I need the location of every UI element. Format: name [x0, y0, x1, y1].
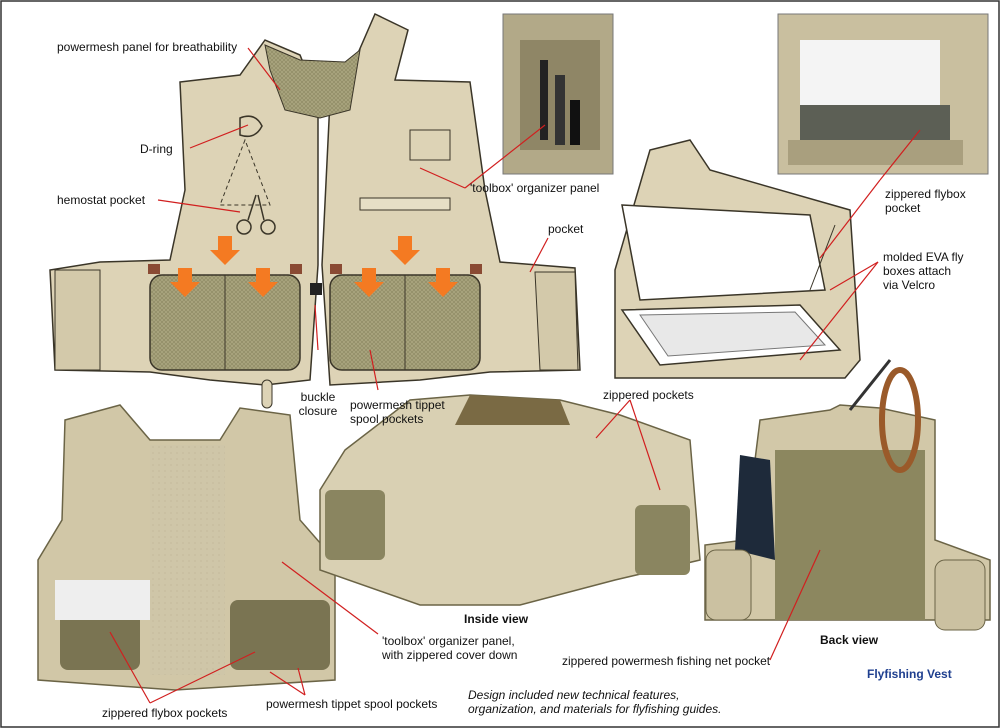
label-zippered-flybox-pocket: zippered flybox pocket [885, 187, 966, 215]
label-powermesh-panel: powermesh panel for breathability [57, 40, 238, 54]
flybox-lid [621, 204, 826, 301]
label-tippet-spool-pockets-photo: powermesh tippet spool pockets [266, 697, 438, 711]
tab-brown [148, 264, 160, 274]
arrow-down-icon [210, 236, 240, 265]
back-view-title: Back view [820, 633, 879, 647]
flybox-photo [777, 13, 989, 175]
hemostat-shape [236, 194, 276, 235]
hemostat-pocket-outline [219, 138, 271, 206]
label-toolbox-cover: 'toolbox' organizer panel, with zippered… [382, 634, 517, 662]
tab-row [359, 197, 451, 211]
design-caption: Design included new technical features, … [468, 688, 721, 716]
caption-line: organization, and materials for flyfishi… [468, 702, 722, 716]
label-line: boxes attach [883, 264, 952, 278]
label-zippered-flybox-pockets: zippered flybox pockets [102, 706, 228, 720]
left-side-pocket [54, 269, 101, 371]
orange-arrows [170, 236, 458, 297]
label-zippered-pockets: zippered pockets [603, 388, 694, 402]
arrow-down-icon [354, 268, 384, 297]
label-hemostat-pocket: hemostat pocket [57, 193, 146, 207]
label-line: molded EVA fly [883, 250, 964, 264]
bottom-pull-tab [261, 379, 273, 409]
arrow-down-icon [248, 268, 278, 297]
label-line: closure [298, 404, 338, 418]
flybox-strap [809, 224, 836, 291]
label-buckle-closure: buckle closure [293, 390, 343, 418]
toolbox-panel-sketch [409, 129, 451, 161]
label-d-ring: D-ring [140, 142, 173, 156]
product-title: Flyfishing Vest [867, 667, 952, 681]
label-tippet-spool-pockets: powermesh tippet spool pockets [350, 398, 445, 426]
toolbox-photo [502, 13, 614, 175]
label-line: pocket [885, 201, 921, 215]
tab-brown [290, 264, 302, 274]
label-line: with zippered cover down [382, 648, 518, 662]
flybox-drawing [614, 139, 861, 379]
right-side-pocket [534, 271, 579, 371]
front-vest-photo [37, 404, 336, 691]
label-line: powermesh tippet [350, 398, 445, 412]
tab-brown [330, 264, 342, 274]
label-line: via Velcro [883, 278, 936, 292]
d-ring-shape [239, 115, 263, 138]
inside-view-title: Inside view [464, 612, 529, 626]
tab-brown [470, 264, 482, 274]
leader-lines [109, 47, 921, 704]
arrow-down-icon [428, 268, 458, 297]
front-vest-drawing [49, 12, 581, 409]
label-molded-eva: molded EVA fly boxes attach via Velcro [883, 250, 963, 292]
label-line: buckle [300, 390, 336, 404]
arrow-down-icon [390, 236, 420, 265]
back-view-photo [704, 359, 991, 631]
label-line: zippered flybox [885, 187, 966, 201]
label-toolbox-panel: 'toolbox' organizer panel [470, 181, 600, 195]
caption-line: Design included new technical features, [468, 688, 680, 702]
label-pocket: pocket [548, 222, 584, 236]
buckle-shape [310, 283, 322, 295]
label-net-pocket: zippered powermesh fishing net pocket [562, 654, 771, 668]
inside-view-photo [319, 394, 701, 606]
flybox-foam [639, 311, 827, 357]
arrow-down-icon [170, 268, 200, 297]
label-line: spool pockets [350, 412, 424, 426]
label-line: 'toolbox' organizer panel, [382, 634, 515, 648]
